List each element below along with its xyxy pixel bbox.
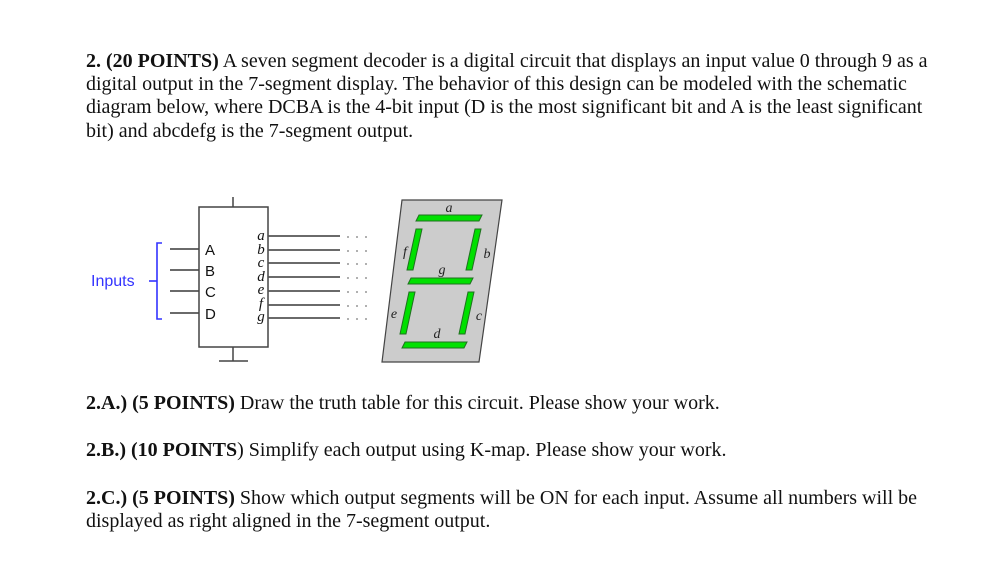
pin-label-e-out: e [258,282,265,298]
segment-d [401,341,468,349]
problem-text: A seven segment decoder is a digital cir… [86,50,928,142]
output-pin-labels: a b c d e f g [257,228,265,325]
continuation-dots [347,236,367,320]
pin-label-d-out: d [257,269,265,285]
inputs-bracket: Inputs [91,242,162,320]
problem-intro: 2. (20 POINTS) A seven segment decoder i… [86,50,946,143]
segment-label-c: c [476,309,483,324]
segment-f [406,228,423,271]
decoder-box [198,197,269,362]
pin-label-c-out: c [258,255,265,271]
output-wires [268,235,340,319]
pin-label-b-in: B [205,263,215,280]
seven-segment-display: a b c d e f g [381,199,503,363]
question-2b-label-tail: ) [237,439,244,461]
question-2c: 2.C.) (5 POINTS) Show which output segme… [86,487,946,533]
question-2a-label: 2.A.) (5 POINTS) [86,392,235,414]
question-2c-label: 2.C.) (5 POINTS) [86,487,235,509]
question-2b: 2.B.) (10 POINTS) Simplify each output u… [86,439,946,462]
input-wires [170,248,199,314]
pin-label-b-out: b [257,242,265,258]
segment-e [399,291,416,335]
segment-label-e: e [391,307,397,322]
segment-label-g: g [439,263,446,278]
segment-a [415,214,483,222]
pin-label-a-in: A [205,242,215,259]
question-2a-text: Draw the truth table for this circuit. P… [234,392,720,414]
segment-g [407,277,474,285]
question-2b-text: Simplify each output using K-map. Please… [243,439,727,461]
question-2b-label: 2.B.) (10 POINTS [86,439,238,461]
pin-label-d-in: D [205,306,216,323]
segment-label-d: d [434,327,442,342]
input-pin-labels: A B C D [205,242,216,323]
pin-label-f-out: f [259,296,265,312]
segment-b [465,228,482,271]
segment-label-b: b [484,247,491,262]
inputs-label: Inputs [91,273,135,290]
pin-label-a-out: a [257,228,265,244]
pin-label-c-in: C [205,284,216,301]
question-2c-text: Show which output segments will be ON fo… [86,487,918,533]
segment-c [458,291,475,335]
segment-label-a: a [446,201,453,216]
question-2a: 2.A.) (5 POINTS) Draw the truth table fo… [86,392,946,415]
pin-label-g-out: g [257,309,265,325]
segment-label-f: f [403,245,409,260]
problem-label: 2. (20 POINTS) [86,50,219,72]
